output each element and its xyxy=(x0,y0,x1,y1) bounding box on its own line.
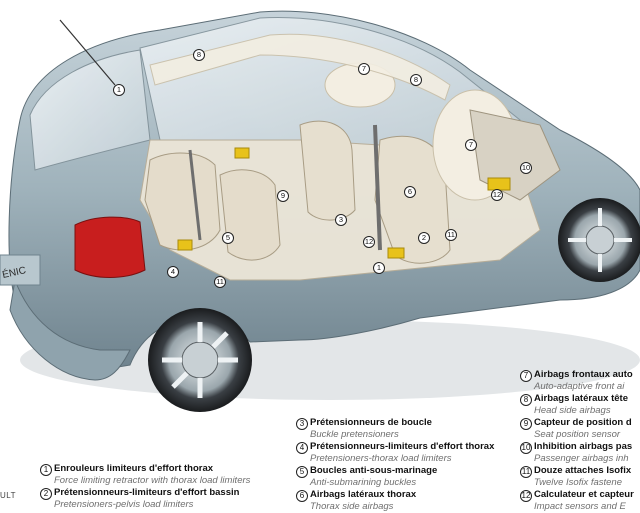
sensor-block-2 xyxy=(234,147,250,159)
callout-10: 10 xyxy=(520,162,532,174)
callout-11a: 11 xyxy=(214,276,226,288)
callout-1b: 1 xyxy=(373,262,385,274)
curtain-airbag xyxy=(149,33,451,101)
sensor-block-3 xyxy=(177,239,193,251)
legend-number: 8 xyxy=(520,394,532,406)
legend-fr: Prétensionneurs-limiteurs d'effort thora… xyxy=(310,441,495,452)
rear-bumper xyxy=(9,278,131,381)
legend-item-12: 12 Calculateur et capteur Impact sensors… xyxy=(520,489,640,513)
legend-fr: Airbags latéraux thorax xyxy=(310,489,417,500)
legend-en: Passenger airbags inh xyxy=(534,453,629,464)
legend-item-3: 3 Prétensionneurs de boucle Buckle prete… xyxy=(296,417,494,441)
legend-col-3: 7 Airbags frontaux auto Auto-adaptive fr… xyxy=(520,369,640,513)
legend-number: 6 xyxy=(296,490,308,502)
callout-9: 9 xyxy=(277,190,289,202)
legend-item-8: 8 Airbags latéraux tête Head side airbag… xyxy=(520,393,640,417)
callout-12b: 12 xyxy=(491,189,503,201)
callout-11b: 11 xyxy=(445,229,457,241)
legend-fr: Prétensionneurs de boucle xyxy=(310,417,432,428)
legend-fr: Boucles anti-sous-marinage xyxy=(310,465,438,476)
antenna xyxy=(59,19,116,86)
seat-belt xyxy=(373,124,382,251)
legend-item-10: 10 Inhibition airbags pas Passenger airb… xyxy=(520,441,640,465)
legend-en: Force limiting retractor with thorax loa… xyxy=(54,475,251,486)
legend-en: Impact sensors and E xyxy=(534,501,626,512)
legend-item-11: 11 Douze attaches Isofix Twelve Isofix f… xyxy=(520,465,640,489)
callout-8b: 8 xyxy=(410,74,422,86)
legend-number: 5 xyxy=(296,466,308,478)
callout-7a: 7 xyxy=(358,63,370,75)
legend-fr: Airbags frontaux auto xyxy=(534,369,633,380)
legend-item-5: 5 Boucles anti-sous-marinage Anti-submar… xyxy=(296,465,494,489)
legend-item-6: 6 Airbags latéraux thorax Thorax side ai… xyxy=(296,489,494,513)
legend-fr: Inhibition airbags pas xyxy=(534,441,633,452)
rear-seat xyxy=(144,152,221,251)
legend-col-1: 1 Enrouleurs limiteurs d'effort thorax F… xyxy=(40,463,250,511)
legend-en: Head side airbags xyxy=(534,405,611,416)
legend-number: 2 xyxy=(40,488,52,500)
legend-number: 9 xyxy=(520,418,532,430)
legend-en: Seat position sensor xyxy=(534,429,621,440)
callout-12a: 12 xyxy=(363,236,375,248)
seat-belt-rear xyxy=(188,149,202,241)
sensor-block xyxy=(487,177,511,191)
legend-en: Anti-submarining buckles xyxy=(310,477,417,488)
legend-en: Thorax side airbags xyxy=(310,501,394,512)
legend-en: Buckle pretensioners xyxy=(310,429,399,440)
legend-number: 7 xyxy=(520,370,532,382)
legend-en: Auto-adaptive front ai xyxy=(534,381,625,392)
legend-item-7: 7 Airbags frontaux auto Auto-adaptive fr… xyxy=(520,369,640,393)
legend-en: Pretensioners-pelvis load limiters xyxy=(54,499,194,510)
callout-4: 4 xyxy=(167,266,179,278)
taillight xyxy=(74,216,146,278)
legend-item-1: 1 Enrouleurs limiteurs d'effort thorax F… xyxy=(40,463,250,487)
legend-item-2: 2 Prétensionneurs-limiteurs d'effort bas… xyxy=(40,487,250,511)
brand-text: ULT xyxy=(0,491,17,500)
legend-en: Pretensioners-thorax load limiters xyxy=(310,453,452,464)
rear-wheel xyxy=(148,308,252,412)
callout-8a: 8 xyxy=(193,49,205,61)
rear-window xyxy=(29,49,151,171)
front-seat xyxy=(374,135,451,264)
front-wheel xyxy=(558,198,640,282)
legend-item-9: 9 Capteur de position d Seat position se… xyxy=(520,417,640,441)
callout-2: 2 xyxy=(418,232,430,244)
callout-1a: 1 xyxy=(113,84,125,96)
legend-number: 11 xyxy=(520,466,532,478)
legend-item-4: 4 Prétensionneurs-limiteurs d'effort tho… xyxy=(296,441,494,465)
legend-en: Twelve Isofix fastene xyxy=(534,477,623,488)
legend-fr: Enrouleurs limiteurs d'effort thorax xyxy=(54,463,214,474)
legend-fr: Capteur de position d xyxy=(534,417,632,428)
legend-fr: Airbags latéraux tête xyxy=(534,393,628,404)
callout-3: 3 xyxy=(335,214,347,226)
callout-7b: 7 xyxy=(465,139,477,151)
legend-number: 12 xyxy=(520,490,532,502)
legend-fr: Calculateur et capteur xyxy=(534,489,634,500)
legend-number: 1 xyxy=(40,464,52,476)
legend-number: 10 xyxy=(520,442,532,454)
rear-plate-area xyxy=(0,254,41,286)
callout-6: 6 xyxy=(404,186,416,198)
legend-fr: Douze attaches Isofix xyxy=(534,465,632,476)
sensor-block-4 xyxy=(387,247,405,259)
legend-number: 3 xyxy=(296,418,308,430)
front-seat-2 xyxy=(299,120,356,221)
legend-fr: Prétensionneurs-limiteurs d'effort bassi… xyxy=(54,487,240,498)
callout-5: 5 xyxy=(222,232,234,244)
legend-col-2: 3 Prétensionneurs de boucle Buckle prete… xyxy=(296,417,494,513)
legend-number: 4 xyxy=(296,442,308,454)
rear-seat-2 xyxy=(219,169,281,261)
